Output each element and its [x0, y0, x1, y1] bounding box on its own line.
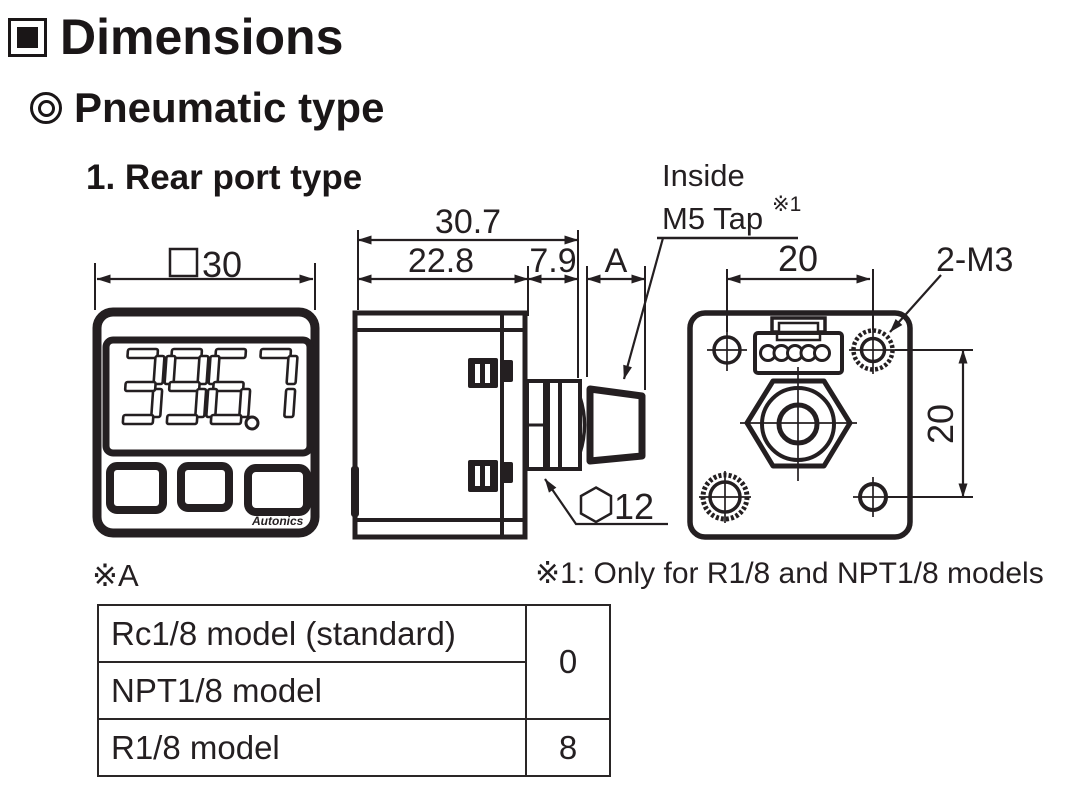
- vent-slot-bottom: [468, 460, 498, 492]
- section-title: Pneumatic type: [74, 84, 385, 131]
- front-lip: [351, 466, 359, 517]
- section-marker-icon: [8, 17, 47, 57]
- front-body: [92, 307, 320, 538]
- port-outer-circle: [760, 386, 836, 462]
- side-hole-spacing-label: 20: [920, 404, 961, 444]
- side-view: 30.7 22.8 7.9 A: [351, 158, 801, 540]
- brand-logo: Autonics: [251, 514, 304, 528]
- digit-9: [162, 349, 209, 424]
- hole-bottom-right: [853, 477, 893, 517]
- table-row: R1/8 model 8: [97, 718, 611, 777]
- connector-pin-2: [772, 344, 791, 362]
- page-title-row: Dimensions: [8, 8, 343, 66]
- a-dimension-table: Rc1/8 model (standard) 0 NPT1/8 model R1…: [97, 604, 611, 777]
- front-view: 30 Autonics: [92, 244, 320, 538]
- model-cell: R1/8 model: [97, 718, 527, 777]
- rear-connector: [753, 316, 844, 375]
- lcd-display: [102, 336, 314, 457]
- male-thread-plug: [586, 385, 646, 465]
- hex-size-callout: 12: [544, 478, 668, 527]
- rear-top-dimension: 20: [726, 238, 874, 332]
- connector-pin-4: [799, 344, 818, 362]
- connector-pin-1: [759, 344, 777, 362]
- tap-note-line2: M5 Tap: [662, 201, 763, 236]
- section-title-row: Pneumatic type: [30, 84, 384, 132]
- hexagon-symbol-icon: [579, 486, 613, 524]
- connector-body: [753, 331, 844, 375]
- table-row: Rc1/8 model (standard) 0: [97, 604, 611, 720]
- tap-note-line1: Inside: [662, 158, 745, 193]
- front-buttons: [106, 462, 311, 516]
- device-button-1: [106, 462, 167, 514]
- subsection-title: 1. Rear port type: [86, 158, 363, 197]
- port-hex-nut: [740, 367, 857, 481]
- m5-tap-callout: Inside M5 Tap ※1: [622, 158, 801, 380]
- rear-tab-bottom: [501, 462, 513, 483]
- connector-latch: [770, 316, 827, 334]
- body-depth-label: 22.8: [408, 242, 474, 280]
- port-bore: [776, 402, 820, 446]
- model-cell: Rc1/8 model (standard): [97, 604, 527, 663]
- decimal-point-icon: [244, 415, 260, 431]
- page-title: Dimensions: [60, 9, 344, 65]
- rear-view: 20 2-M3: [687, 238, 1013, 540]
- front-width-dimension: 30: [94, 244, 316, 310]
- hole-bottom-left-m3: [699, 471, 751, 523]
- connector-pin-5: [813, 344, 831, 362]
- connector-pin-3: [786, 344, 804, 362]
- model-cell: NPT1/8 model: [97, 661, 527, 720]
- digit-6: [206, 349, 253, 424]
- a-value-cell: 8: [525, 718, 611, 777]
- port-fitting: [525, 379, 646, 471]
- rear-plate: [687, 310, 913, 540]
- protrusion-a-label: A: [605, 242, 628, 280]
- a-table-caption: ※A: [92, 558, 139, 593]
- hole-top-left: [707, 330, 747, 371]
- screw-label: 2-M3: [936, 241, 1013, 279]
- overall-depth-label: 30.7: [435, 203, 501, 241]
- top-hole-spacing-label: 20: [778, 238, 818, 279]
- screw-callout: 2-M3: [889, 241, 1013, 333]
- vent-slot-top: [468, 358, 498, 388]
- subsection-marker-icon: [30, 92, 62, 124]
- rear-depth-label: 7.9: [529, 242, 576, 280]
- front-width-value: 30: [202, 244, 242, 285]
- device-button-2: [177, 462, 233, 512]
- a-value-cell: 0: [525, 604, 611, 720]
- digit-7: [256, 349, 298, 417]
- footnote: ※1: Only for R1/8 and NPT1/8 models: [535, 557, 1044, 590]
- rear-side-dimension: 20: [888, 349, 973, 498]
- hole-top-right-m3: [849, 326, 897, 374]
- table-row: NPT1/8 model: [97, 661, 610, 720]
- rear-tab-top: [501, 360, 513, 382]
- hex-size-label: 12: [614, 486, 654, 527]
- digit-3: [123, 349, 165, 424]
- device-button-3: [244, 464, 311, 516]
- side-depth-dimensions: 30.7 22.8 7.9 A: [357, 203, 646, 390]
- square-symbol-icon: [168, 247, 199, 278]
- tap-note-ref: ※1: [772, 193, 801, 216]
- side-body: [351, 310, 528, 540]
- lcd-window: [102, 336, 314, 457]
